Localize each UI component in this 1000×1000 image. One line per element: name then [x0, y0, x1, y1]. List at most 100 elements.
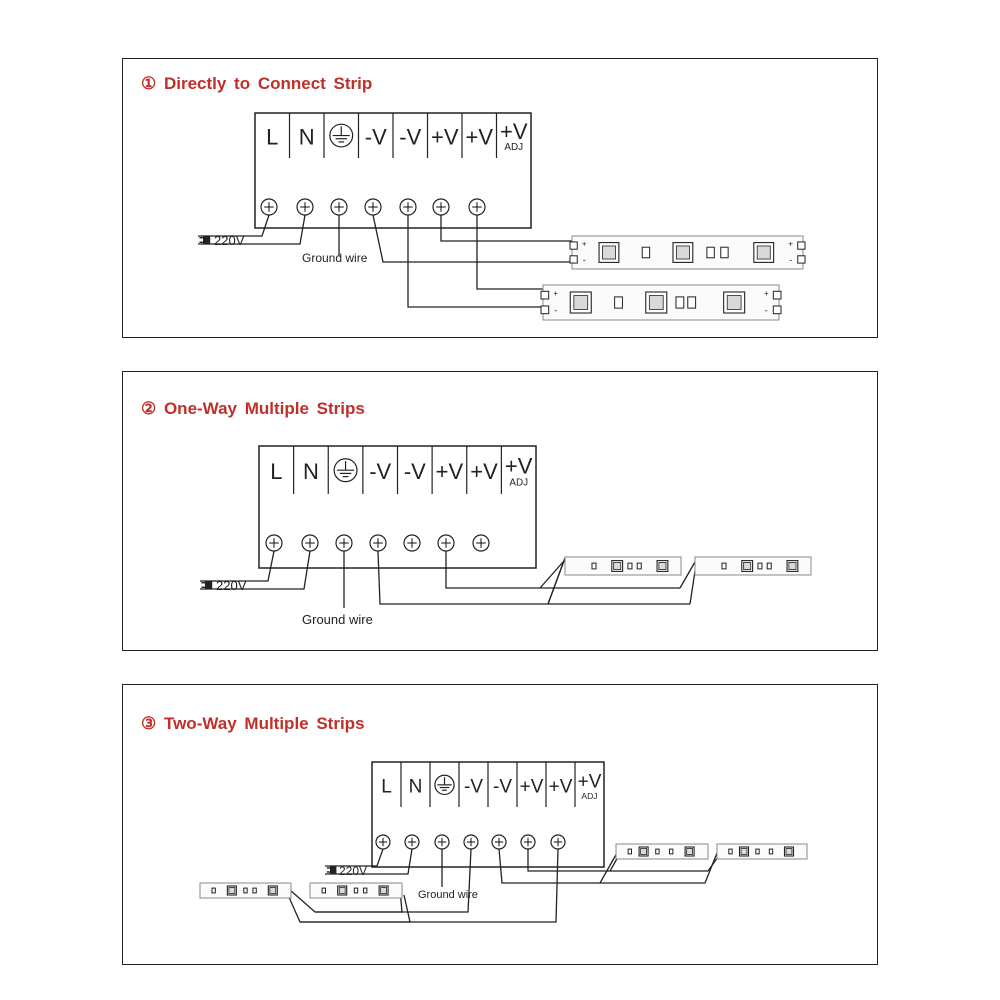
minus-sign: - — [554, 306, 557, 316]
terminal-label: +V — [465, 124, 493, 149]
screw-terminal-icon — [434, 834, 450, 850]
resistor-icon — [321, 887, 326, 894]
terminal-label: N — [299, 124, 315, 149]
adj-label: ADJ — [509, 477, 528, 488]
wire — [200, 550, 275, 582]
wire — [440, 215, 573, 242]
ground-symbol-icon — [333, 458, 358, 483]
terminal-label: N — [409, 776, 423, 797]
resistor-icon — [252, 887, 257, 894]
section-title: ③ Two-Way Multiple Strips — [141, 714, 365, 733]
plus-sign: + — [788, 240, 793, 249]
led-strip — [564, 556, 682, 576]
smd-led-icon — [598, 242, 620, 263]
voltage-label: 220V — [216, 578, 247, 593]
smd-led-icon — [738, 846, 750, 857]
terminal-label: N — [303, 459, 319, 484]
screw-terminal-icon — [463, 834, 479, 850]
smd-led-icon — [378, 885, 389, 896]
wire — [679, 561, 696, 589]
terminal-label: +V — [578, 772, 602, 793]
screw-terminal-icon — [520, 834, 536, 850]
smd-led-icon — [684, 846, 695, 857]
screw-terminal-icon — [335, 534, 353, 552]
screw-terminal-icon — [404, 834, 420, 850]
wire — [287, 848, 559, 923]
screw-terminal-icon — [330, 198, 348, 216]
smd-led-icon — [569, 291, 592, 314]
minus-sign: - — [583, 255, 586, 265]
resistor-icon — [641, 246, 651, 259]
screw-terminal-icon — [468, 198, 486, 216]
terminal-label: -V — [464, 776, 483, 797]
wire — [498, 848, 618, 884]
screw-terminal-icon — [301, 534, 319, 552]
wire — [325, 848, 384, 867]
terminal-label: -V — [399, 124, 421, 149]
smd-led-icon — [226, 885, 237, 896]
led-strip: +-+- — [569, 235, 806, 270]
led-strip — [309, 882, 403, 899]
screw-terminal-icon — [265, 534, 283, 552]
wire — [300, 894, 411, 923]
smd-led-icon — [267, 885, 278, 896]
resistor-icon — [627, 562, 633, 570]
resistor-icon — [687, 296, 697, 309]
screw-terminal-icon — [375, 834, 391, 850]
resistor-icon — [675, 296, 685, 309]
smd-led-icon — [786, 560, 799, 572]
resistor-icon — [728, 848, 733, 855]
minus-sign: - — [765, 306, 768, 316]
screw-terminal-icon — [472, 534, 490, 552]
resistor-icon — [757, 562, 763, 570]
screw-terminal-icon — [369, 534, 387, 552]
ground-wire-label: Ground wire — [302, 251, 368, 265]
screw-terminal-icon — [296, 198, 314, 216]
terminal-label: L — [266, 124, 278, 149]
smd-led-icon — [337, 885, 348, 896]
led-strip: + - + - — [540, 284, 782, 321]
plus-sign: + — [553, 289, 558, 298]
section-title: ② One-Way Multiple Strips — [141, 399, 365, 418]
screw-terminal-icon — [437, 534, 455, 552]
smd-led-icon — [723, 291, 746, 314]
resistor-icon — [721, 562, 727, 570]
terminal-label: +V — [549, 776, 573, 797]
resistor-icon — [655, 848, 660, 855]
resistor-icon — [669, 848, 674, 855]
resistor-icon — [766, 562, 772, 570]
terminal-label: -V — [369, 459, 391, 484]
resistor-icon — [627, 848, 632, 855]
plus-sign: + — [764, 289, 769, 298]
resistor-icon — [720, 246, 729, 259]
ground-wire-label: Ground wire — [418, 889, 478, 901]
minus-sign: - — [789, 255, 792, 265]
smd-led-icon — [783, 846, 795, 857]
wire — [198, 214, 306, 245]
smd-led-icon — [672, 242, 694, 263]
ground-symbol-icon — [329, 123, 354, 148]
terminal-label: +V — [500, 119, 528, 144]
section-title: ① Directly to Connect Strip — [141, 74, 373, 93]
led-strip — [694, 556, 812, 576]
wire — [476, 215, 545, 290]
terminal-label: -V — [493, 776, 512, 797]
wire — [547, 557, 566, 605]
smd-led-icon — [645, 291, 668, 314]
resistor-icon — [211, 887, 216, 894]
terminal-label: L — [381, 776, 392, 797]
power-plug-icon — [201, 580, 213, 590]
resistor-icon — [706, 246, 715, 259]
wire — [610, 856, 719, 872]
resistor-icon — [636, 562, 642, 570]
terminal-label: +V — [470, 459, 498, 484]
power-plug-icon — [326, 866, 337, 874]
power-plug-icon — [199, 235, 211, 245]
wire — [445, 551, 564, 589]
screw-terminal-icon — [491, 834, 507, 850]
terminal-label: -V — [404, 459, 426, 484]
resistor-icon — [363, 887, 368, 894]
